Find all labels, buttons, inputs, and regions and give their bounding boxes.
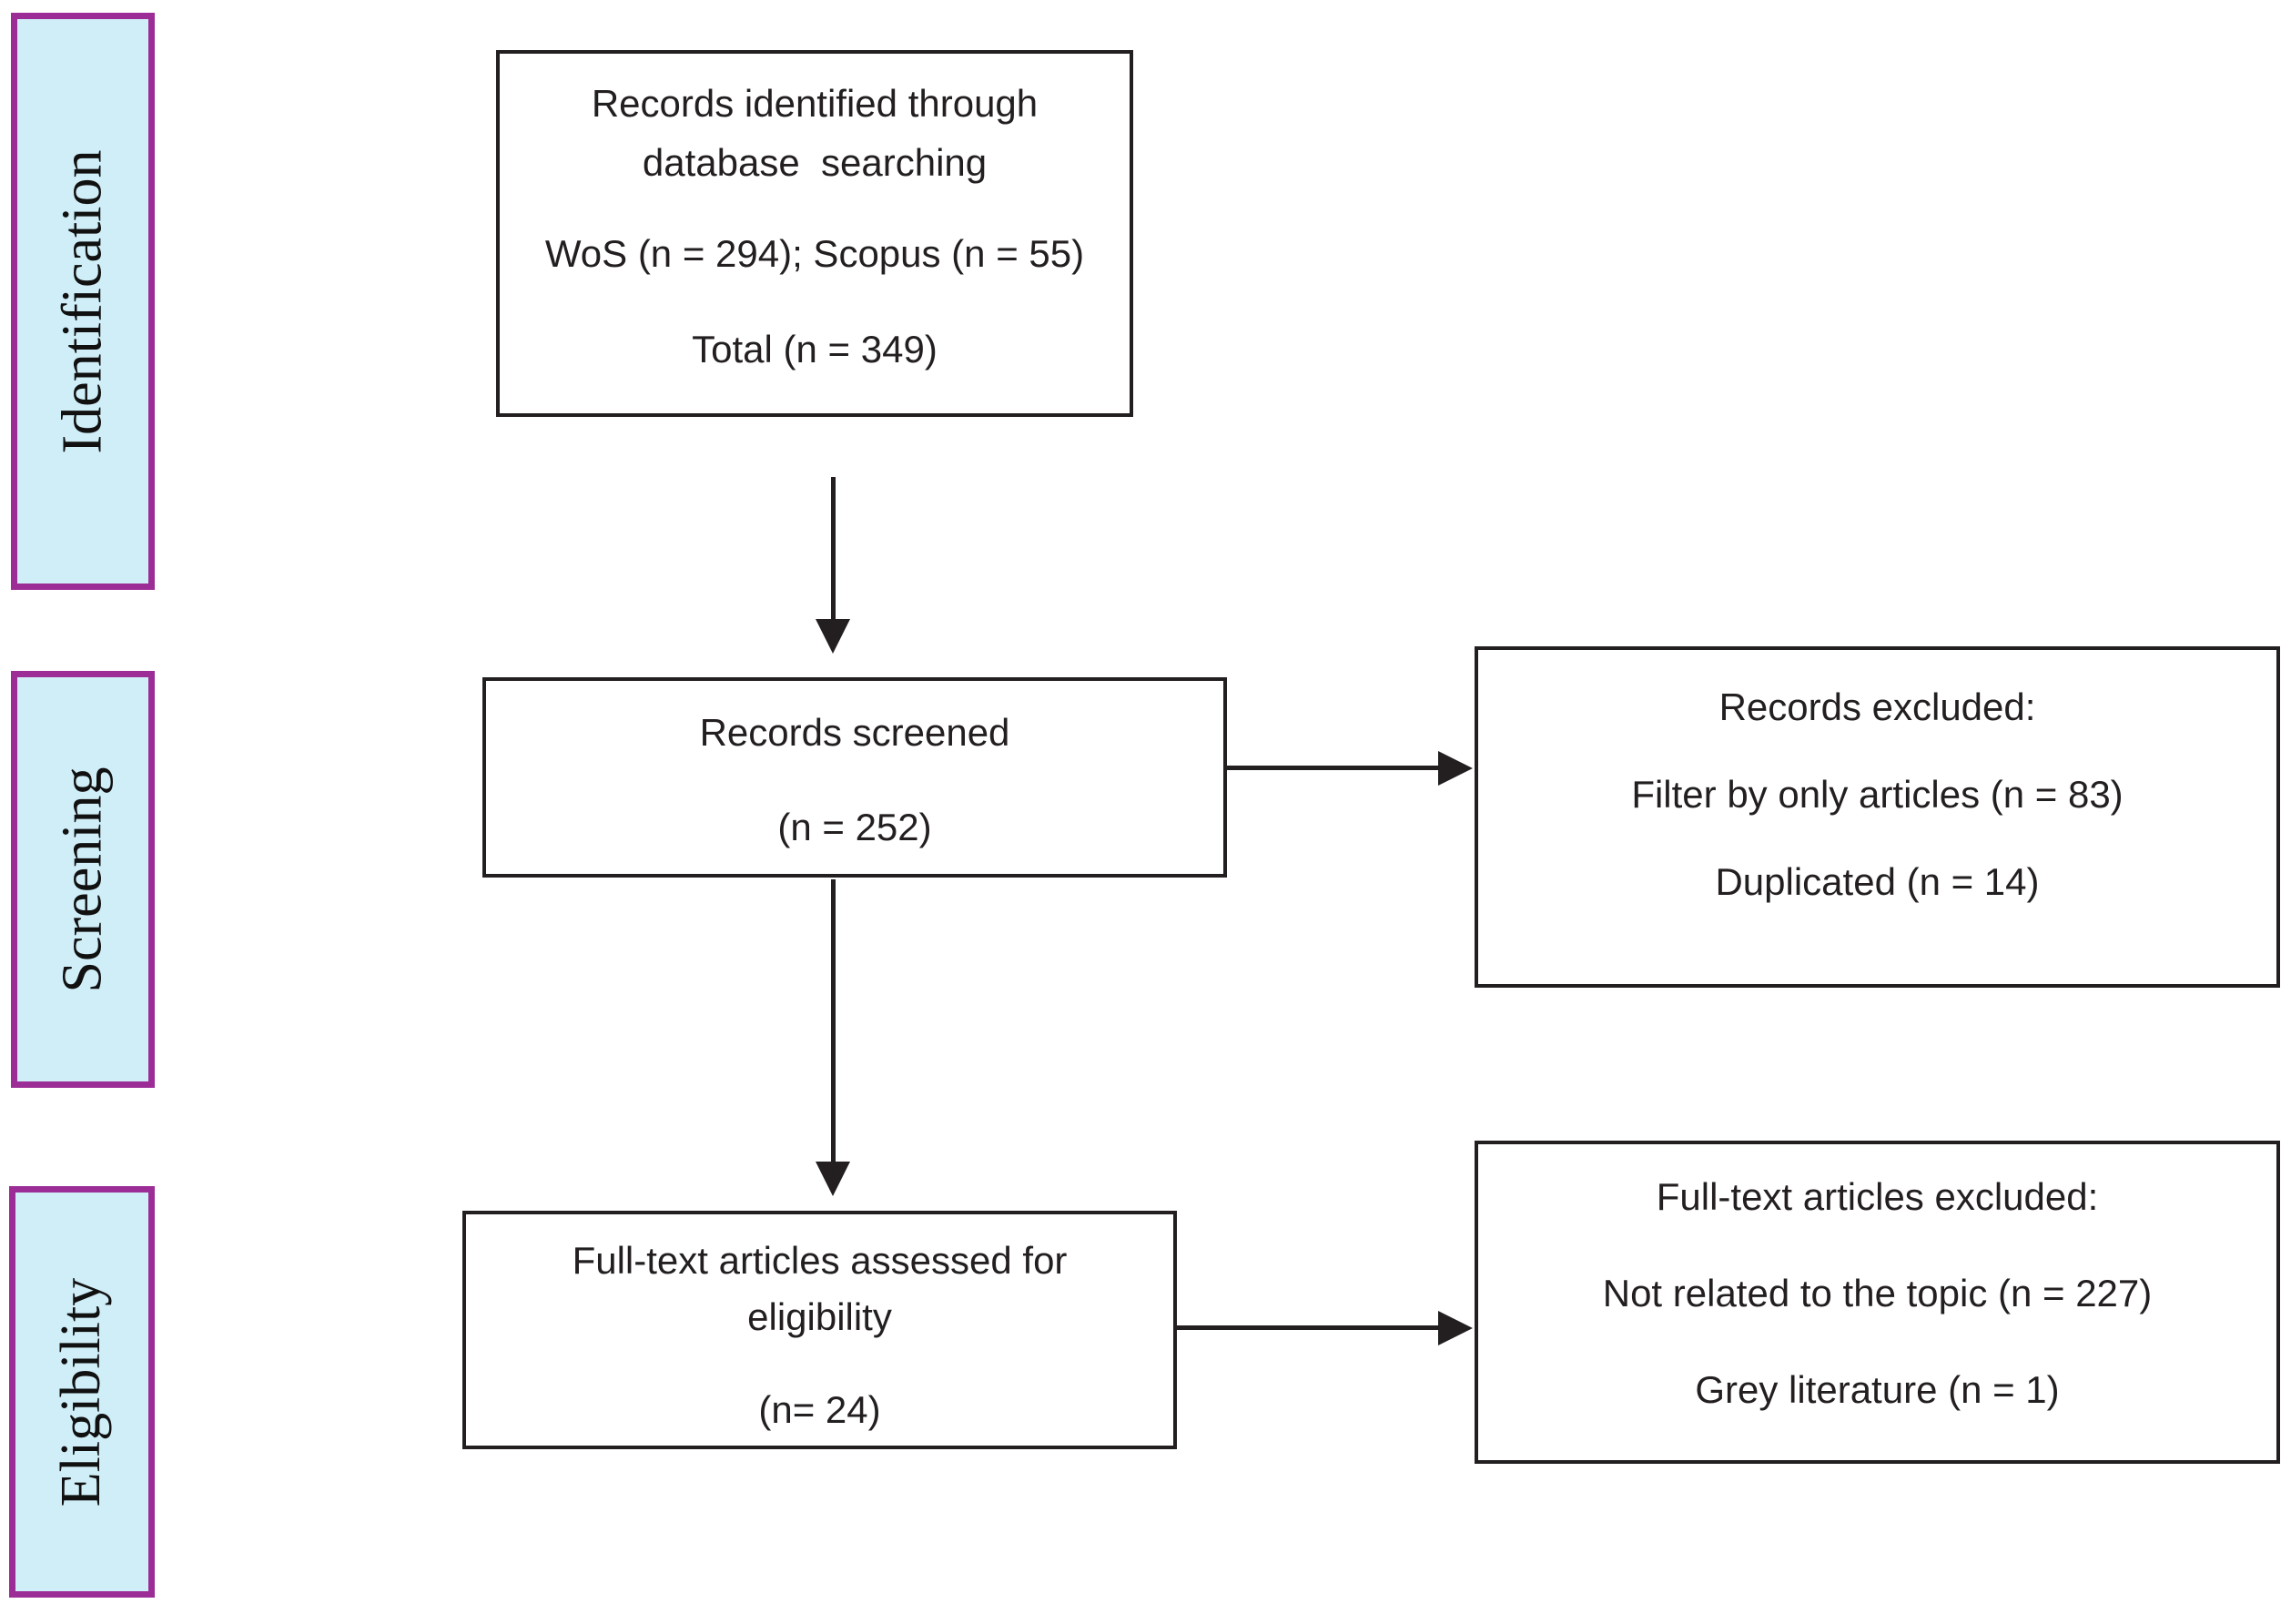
box-records-screened: Records screened (n = 252) [482, 677, 1227, 878]
records-identified-total: Total (n = 349) [692, 328, 938, 370]
box-fulltext-excluded: Full-text articles excluded: Not related… [1475, 1141, 2280, 1464]
records-excluded-title: Records excluded: [1718, 685, 2036, 728]
stage-label-screening: Screening [51, 766, 114, 992]
records-identified-line-2: database searching [642, 141, 988, 184]
stage-label-identification: Identification [51, 149, 114, 453]
arrow-line-identified-to-screened [831, 477, 836, 621]
records-identified-counts: WoS (n = 294); Scopus (n = 55) [544, 232, 1085, 275]
fulltext-assessed-line-1: Full-text articles assessed for [572, 1239, 1068, 1282]
arrow-line-screened-to-fulltext [831, 879, 836, 1163]
records-screened-title: Records screened [699, 711, 1010, 754]
records-excluded-duplicated: Duplicated (n = 14) [1715, 860, 2040, 903]
arrowhead-down-icon [816, 1162, 850, 1196]
box-fulltext-assessed: Full-text articles assessed for eligibil… [462, 1211, 1177, 1449]
records-screened-count: (n = 252) [777, 806, 932, 848]
fulltext-excluded-grey: Grey literature (n = 1) [1695, 1368, 2060, 1411]
box-records-excluded: Records excluded: Filter by only article… [1475, 646, 2280, 988]
arrowhead-down-icon [816, 619, 850, 654]
stage-box-identification: Identification [11, 13, 155, 590]
box-records-identified: Records identified through database sear… [496, 50, 1133, 417]
fulltext-assessed-count: (n= 24) [758, 1388, 881, 1431]
stage-box-screening: Screening [11, 671, 155, 1088]
arrow-line-fulltext-to-excluded [1175, 1325, 1438, 1330]
records-excluded-filter: Filter by only articles (n = 83) [1631, 773, 2124, 816]
arrowhead-right-icon [1438, 1311, 1473, 1345]
stage-box-eligibility: Eligibility [9, 1186, 155, 1598]
stage-label-eligibility: Eligibility [50, 1277, 113, 1507]
records-identified-line-1: Records identified through [591, 82, 1039, 125]
fulltext-excluded-not-related: Not related to the topic (n = 227) [1602, 1272, 2153, 1314]
fulltext-excluded-title: Full-text articles excluded: [1656, 1175, 2099, 1218]
arrowhead-right-icon [1438, 751, 1473, 786]
arrow-line-screened-to-excluded [1227, 766, 1440, 770]
fulltext-assessed-line-2: eligibility [747, 1295, 892, 1338]
